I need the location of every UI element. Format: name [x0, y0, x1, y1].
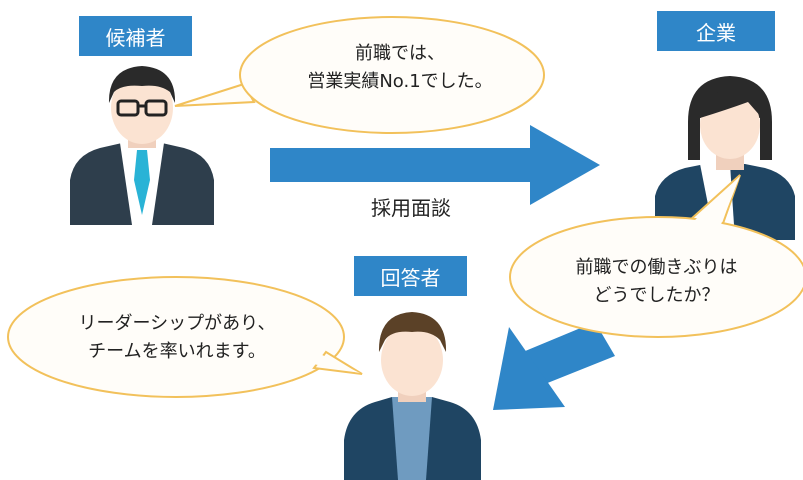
bubble-respondent-text: リーダーシップがあり、 チームを率いれます。 — [18, 310, 336, 366]
speech-bubble-respondent — [7, 276, 363, 398]
bubble-respondent-line2: チームを率いれます。 — [88, 341, 266, 362]
caption-interview: 採用面談 — [371, 196, 451, 220]
bubble-company-line2: どうでしたか？ — [593, 285, 720, 306]
respondent-person-icon — [344, 312, 481, 480]
candidate-person-icon — [70, 66, 214, 225]
label-company: 企業 — [657, 11, 775, 51]
label-candidate: 候補者 — [79, 16, 192, 56]
label-respondent: 回答者 — [354, 256, 467, 296]
bubble-company-line1: 前職での働きぶりは — [575, 257, 738, 278]
bubble-candidate-line2: 営業実績No.1でした。 — [307, 71, 493, 92]
bubble-candidate-text: 前職では、 営業実績No.1でした。 — [250, 40, 550, 96]
bubble-candidate-line1: 前職では、 — [355, 43, 445, 64]
bubble-respondent-line1: リーダーシップがあり、 — [78, 313, 276, 334]
arrow-right — [270, 125, 600, 205]
arrow-down-left — [493, 322, 615, 410]
bubble-company-text: 前職での働きぶりは どうでしたか？ — [510, 254, 803, 310]
speech-bubble-candidate — [174, 16, 545, 134]
speech-bubble-company — [509, 174, 803, 338]
